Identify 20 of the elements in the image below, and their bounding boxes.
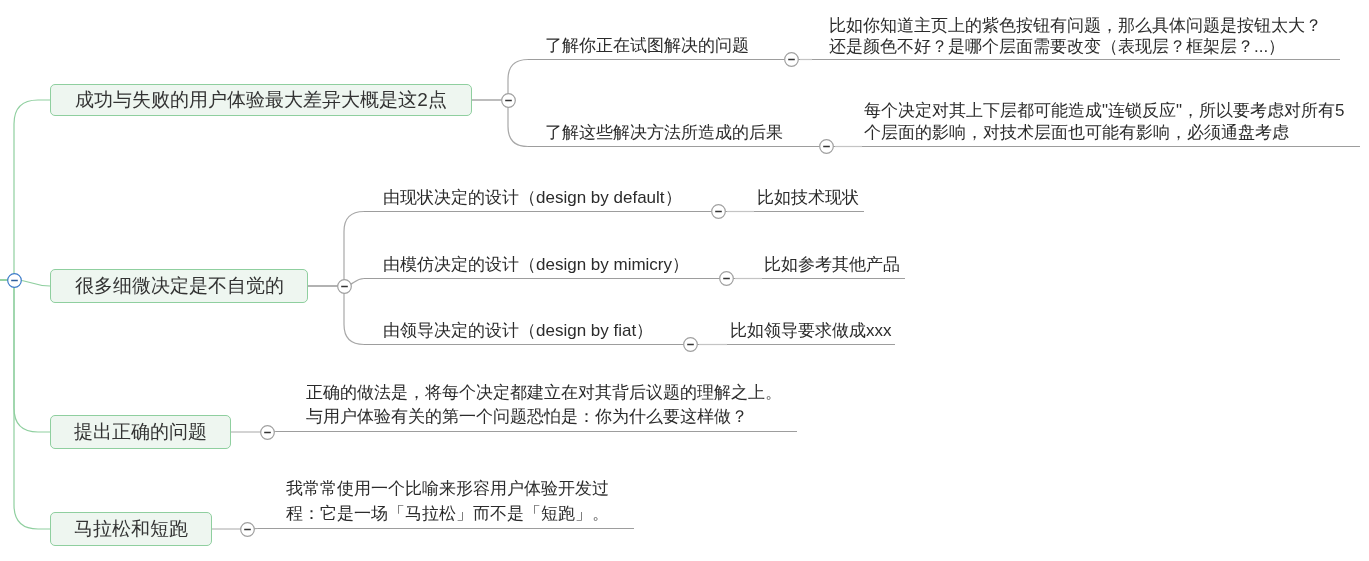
note-text: 比如你知道主页上的紫色按钮有问题，那么具体问题是按钮太大？还是颜色不好？是哪个层面需要改变（表现层？框架层？...） bbox=[812, 15, 1340, 60]
connector-line bbox=[0, 279, 51, 530]
connector-line bbox=[307, 285, 365, 346]
connector-line bbox=[211, 527, 259, 530]
note-text: 我常常使用一个比喻来形容用户体验开发过程：它是一场「马拉松」而不是「短跑」。 bbox=[258, 476, 634, 529]
connector-line bbox=[698, 343, 728, 346]
connector-line bbox=[471, 99, 529, 148]
note-text: 比如领导要求做成xxx bbox=[727, 320, 895, 345]
note-text: 比如技术现状 bbox=[754, 187, 864, 212]
topic-box: 很多细微决定是不自觉的 bbox=[50, 269, 308, 303]
note-text: 比如参考其他产品 bbox=[762, 254, 905, 279]
connector-line bbox=[230, 430, 277, 433]
topic-box: 提出正确的问题 bbox=[50, 415, 231, 449]
topic-box: 马拉松和短跑 bbox=[50, 512, 212, 546]
connector-line bbox=[834, 145, 863, 148]
note-text: 正确的做法是，将每个决定都建立在对其背后议题的理解之上。与用户体验有关的第一个问题恐怕是：你为什么要这样做？ bbox=[276, 381, 797, 432]
connector-line bbox=[726, 210, 755, 213]
connector-line bbox=[734, 277, 763, 280]
note-text: 每个决定对其上下层都可能造成"连锁反应"，所以要考虑对所有5个层面的影响，对技术层面也可能有影响，必须通盘考虑 bbox=[862, 100, 1360, 147]
topic-box: 成功与失败的用户体验最大差异大概是这2点 bbox=[50, 84, 472, 116]
